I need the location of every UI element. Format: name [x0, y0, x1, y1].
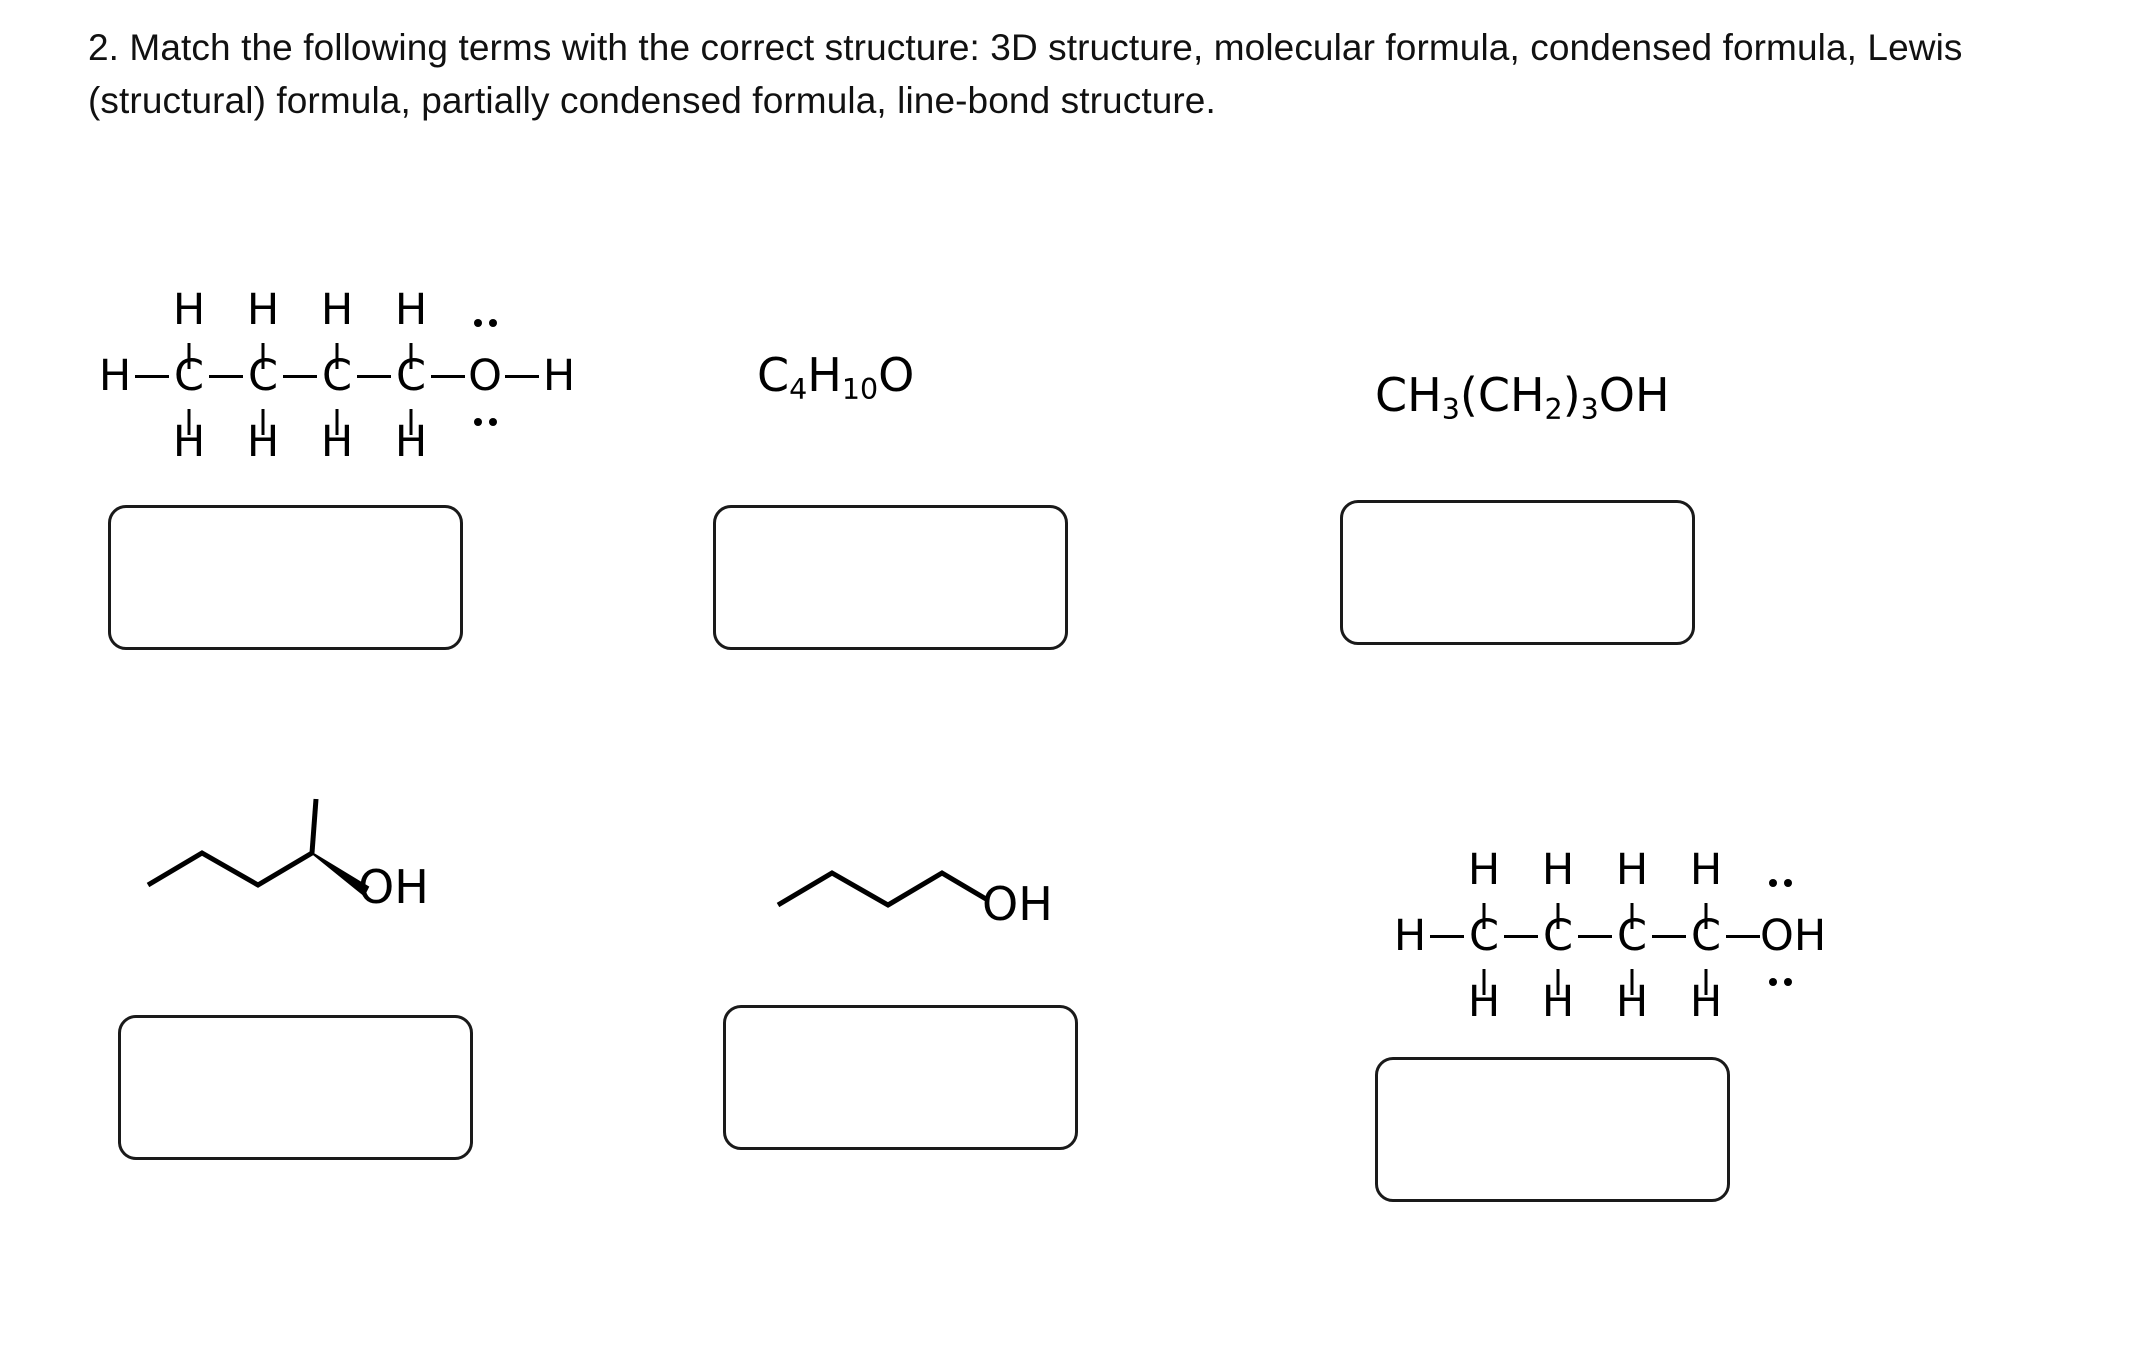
- spacer-bond: [1504, 1001, 1538, 1004]
- condensed-formula-ch2-sub: 2: [1544, 392, 1563, 426]
- pc-bond-c2-c3: [1578, 934, 1612, 938]
- pc-main-chain-row: H C C C C OH: [1390, 910, 1838, 961]
- lewis-lower-bond-row: [95, 396, 579, 426]
- answer-box-3d-structure[interactable]: [118, 1015, 473, 1160]
- answer-box-line-bond-structure[interactable]: [723, 1005, 1078, 1150]
- answer-box-lewis-structural-formula[interactable]: [108, 505, 463, 650]
- partially-condensed-diagram: H H H H H H C: [1390, 844, 1838, 1023]
- pc-bond-c1-c2: [1504, 934, 1538, 938]
- condensed-formula-text: CH3(CH2)3OH: [1375, 368, 1670, 426]
- chain-atom-h-left: H: [98, 350, 132, 401]
- item-lewis-structural-formula: H H H H H H C: [0, 270, 620, 490]
- top-hydrogen-3: H: [320, 284, 354, 335]
- molecular-formula-h: H: [807, 348, 842, 402]
- wedge-bond-to-oh: [311, 852, 370, 897]
- oh-label-line-bond: OH: [982, 877, 1053, 931]
- pc-top-hydrogen-2: H: [1541, 844, 1575, 895]
- pc-top-hydrogen-1: H: [1467, 844, 1501, 895]
- bond-c2-c3: [283, 374, 317, 378]
- lewis-top-hydrogen-row: H H H H H: [95, 284, 579, 335]
- spacer-bond: [1578, 869, 1612, 872]
- chain-atom-o: O: [468, 350, 502, 401]
- top-hydrogen-2: H: [246, 284, 280, 335]
- condensed-formula-ch2-open: (CH: [1459, 368, 1545, 422]
- bond-h-c1: [135, 374, 169, 378]
- skeletal-chain-path: [146, 850, 314, 888]
- spacer-bond: [431, 309, 465, 312]
- answer-box-partially-condensed-formula[interactable]: [1375, 1057, 1730, 1202]
- line-bond-structure-svg: [776, 870, 988, 908]
- answer-box-condensed-formula[interactable]: [1340, 500, 1695, 645]
- spacer-bond: [1652, 1001, 1686, 1004]
- pc-top-hydrogen-4: H: [1689, 844, 1723, 895]
- molecular-formula-h-sub: 10: [841, 372, 879, 406]
- bond-c1-c2: [209, 374, 243, 378]
- spacer-bond: [1652, 869, 1686, 872]
- spacer-bond: [135, 441, 169, 444]
- pc-lower-bond-row: [1390, 956, 1838, 986]
- condensed-formula-ch3: CH: [1375, 368, 1442, 422]
- spacer-bond: [209, 441, 243, 444]
- oh-label-3d: OH: [358, 860, 429, 914]
- molecular-formula-text: C4H10O: [757, 348, 915, 406]
- bond-c3-c4: [357, 374, 391, 378]
- three-d-structure-diagram: OH: [130, 795, 470, 914]
- pc-bond-c3-c4: [1652, 934, 1686, 938]
- bond-o-h: [505, 374, 539, 378]
- spacer-bond: [1726, 869, 1760, 872]
- question-prompt: 2. Match the following terms with the co…: [88, 27, 1963, 121]
- pc-top-hydrogen-3: H: [1615, 844, 1649, 895]
- pc-bottom-hydrogen-row: H H H H H: [1390, 980, 1838, 1023]
- spacer-bond: [209, 309, 243, 312]
- lewis-structure-diagram: H H H H H H C: [95, 284, 579, 463]
- spacer-bond: [357, 309, 391, 312]
- top-hydrogen-4: H: [394, 284, 428, 335]
- top-hydrogen-1: H: [172, 284, 206, 335]
- skeletal-chain-path: [776, 870, 988, 908]
- molecular-formula-o: O: [878, 348, 915, 402]
- condensed-formula-close-paren: ): [1562, 368, 1581, 422]
- spacer-bond: [1430, 869, 1464, 872]
- pc-chain-atom-oh: OH: [1760, 910, 1827, 961]
- pc-bond-h-c1: [1430, 934, 1464, 938]
- spacer-bond: [1504, 869, 1538, 872]
- chain-atom-h-right: H: [542, 350, 576, 401]
- bond-c4-o: [431, 374, 465, 378]
- spacer-bond: [1430, 1001, 1464, 1004]
- molecular-formula-c: C: [757, 348, 790, 402]
- methyl-branch-bond: [309, 798, 319, 854]
- answer-box-molecular-formula[interactable]: [713, 505, 1068, 650]
- spacer-bond: [1578, 1001, 1612, 1004]
- spacer-bond: [135, 309, 169, 312]
- item-partially-condensed-formula: H H H H H H C: [1320, 840, 1940, 1060]
- condensed-formula-ch3-sub: 3: [1441, 392, 1460, 426]
- lewis-bottom-hydrogen-row: H H H H H: [95, 420, 579, 463]
- spacer: H: [1390, 849, 1430, 892]
- spacer-bond: [283, 441, 317, 444]
- pc-top-hydrogen-row: H H H H H: [1390, 844, 1838, 895]
- line-bond-structure-diagram: OH: [760, 835, 1080, 935]
- condensed-formula-oh: OH: [1598, 368, 1670, 422]
- pc-bond-c4-oh: [1726, 934, 1760, 938]
- pc-chain-atom-h-left: H: [1393, 910, 1427, 961]
- three-d-structure-svg: [146, 798, 370, 897]
- molecular-formula-c-sub: 4: [789, 372, 808, 406]
- condensed-formula-paren-sub: 3: [1580, 392, 1599, 426]
- spacer: H: [95, 289, 135, 332]
- spacer-bond: [357, 441, 391, 444]
- spacer-bond: [283, 309, 317, 312]
